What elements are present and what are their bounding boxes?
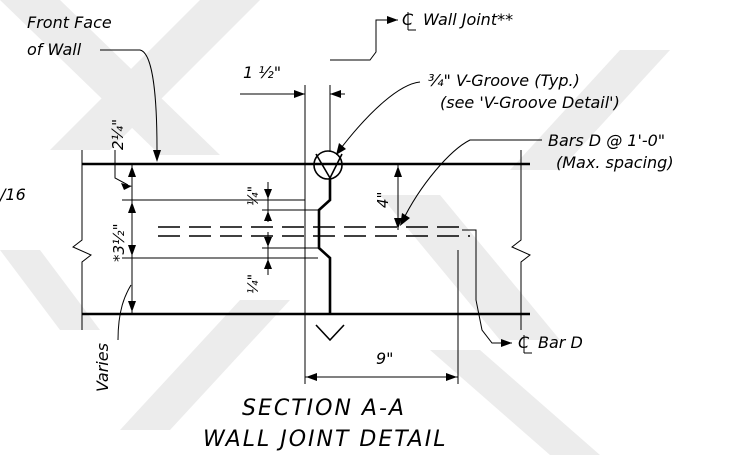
joint-line xyxy=(317,178,332,314)
label-two-quarter: 2¼" xyxy=(109,119,127,150)
front-face-arrow xyxy=(153,150,161,162)
varies-leader xyxy=(117,284,132,341)
label-nine-inch: 9" xyxy=(376,349,394,368)
dim-quarter-bottom-arrow-a xyxy=(264,237,272,247)
dim-3-5-arrow-bottom xyxy=(128,245,136,256)
title-detail: WALL JOINT DETAIL xyxy=(203,427,447,452)
label-bars-d: Bars D @ 1'-0" xyxy=(548,131,665,150)
dim-1-5-arrow-right xyxy=(330,90,341,98)
cl-bar-d-arrow xyxy=(501,339,512,347)
bars-d-arrow xyxy=(400,213,410,226)
dim-9-v xyxy=(315,324,345,342)
label-one-half: 1 ½" xyxy=(243,63,281,82)
watermark xyxy=(0,0,670,455)
dim-3-5-arrow-top xyxy=(128,202,136,213)
front-face-leader xyxy=(100,49,158,151)
label-front-face: Front Face xyxy=(27,13,112,32)
cl-wall-joint-arrow xyxy=(387,16,398,24)
label-v-groove-1: ¾" V-Groove (Typ.) xyxy=(428,71,580,90)
dim-2-25-leader xyxy=(114,150,129,186)
bars-d-leader xyxy=(401,139,542,223)
dim-9-arrow-left xyxy=(306,373,317,381)
dim-quarter-bottom-arrow-b xyxy=(264,259,272,269)
v-groove-arrow xyxy=(336,143,346,155)
dim-quarter-top-arrow-a xyxy=(264,189,272,199)
centerline-symbol-bar-d-icon: C xyxy=(518,333,532,354)
dim-9-arrow-right xyxy=(446,373,457,381)
cl-wall-joint-leader xyxy=(330,19,398,61)
left-break-line xyxy=(72,150,92,330)
v-groove-leader xyxy=(337,81,421,153)
title-section: SECTION A-A xyxy=(242,396,406,421)
label-max-spacing: (Max. spacing) xyxy=(556,153,674,172)
dim-1-5-arrow-left xyxy=(294,90,305,98)
right-break-line xyxy=(511,150,531,330)
label-quarter-bottom: ¼" xyxy=(246,274,262,294)
cl-bar-d-leader xyxy=(462,229,512,344)
label-side-fragment: /16 xyxy=(0,185,26,204)
label-of-wall: of Wall xyxy=(27,40,82,59)
dim-4-arrow-bottom xyxy=(394,218,402,229)
label-quarter-top: ¼" xyxy=(246,186,262,206)
label-cl-bar-d: Bar D xyxy=(538,333,583,352)
dim-quarter-top-arrow-b xyxy=(264,211,272,221)
v-groove-circle xyxy=(313,150,343,180)
dim-varies-arrow-top xyxy=(128,166,136,177)
label-v-groove-2: (see 'V-Groove Detail') xyxy=(440,93,620,112)
centerline-symbol-icon: C xyxy=(402,10,416,31)
label-four-inch: 4" xyxy=(374,192,392,208)
label-cl-wall-joint: Wall Joint** xyxy=(423,10,513,29)
label-varies: Varies xyxy=(93,343,112,392)
dim-4-arrow-top xyxy=(394,166,402,177)
label-three-half: *3½" xyxy=(110,224,128,262)
dim-2-25-arrow xyxy=(121,183,132,190)
dim-varies-arrow-bottom xyxy=(128,301,136,312)
